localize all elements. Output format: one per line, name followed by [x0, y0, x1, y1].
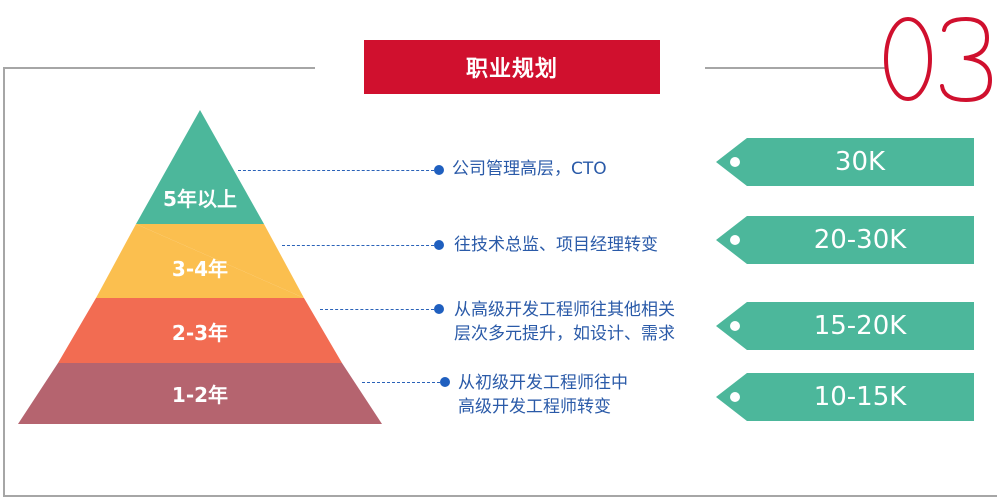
salary-tag-3-text: 15-20K — [813, 311, 907, 341]
page-title: 职业规划 — [364, 40, 660, 94]
pyramid-tier-3 — [58, 298, 342, 363]
frame-line-top-left — [3, 67, 315, 69]
frame-line-left — [3, 67, 5, 497]
leader-line-4 — [362, 382, 440, 383]
leader-line-1 — [238, 170, 434, 171]
pyramid-tier-4 — [18, 363, 382, 424]
tier-label-4: 1-2年 — [171, 383, 229, 407]
leader-line-3 — [320, 309, 434, 310]
tier-description-2-line: 往技术总监、项目经理转变 — [454, 235, 658, 255]
tier-description-4: 从初级开发工程师往中 高级开发工程师转变 — [458, 371, 628, 419]
salary-tag-1: 30K — [716, 138, 974, 186]
salary-tag-2: 20-30K — [716, 216, 974, 264]
bullet-dot-2 — [434, 240, 444, 250]
tier-description-1-line: 公司管理高层，CTO — [452, 159, 607, 179]
pyramid-tier-2 — [96, 224, 304, 298]
salary-tag-3: 15-20K — [716, 302, 974, 350]
pyramid-tier-1 — [136, 110, 264, 224]
tier-description-3-line-2: 层次多元提升，如设计、需求 — [454, 324, 675, 344]
section-digit-0 — [884, 17, 932, 101]
tier-description-2: 往技术总监、项目经理转变 — [454, 233, 658, 257]
tier-description-1: 公司管理高层，CTO — [452, 157, 607, 181]
tag-hole-3 — [730, 321, 740, 331]
tag-hole-1 — [730, 157, 740, 167]
bullet-dot-3 — [434, 304, 444, 314]
frame-line-top-right — [705, 67, 885, 69]
leader-line-2 — [282, 245, 434, 246]
bullet-dot-4 — [440, 377, 450, 387]
tier-label-1: 5年以上 — [163, 187, 237, 211]
tier-label-3: 2-3年 — [171, 321, 229, 345]
salary-tag-2-text: 20-30K — [813, 225, 907, 255]
pyramid-tier-2-right — [136, 224, 304, 298]
tier-description-4-line-2: 高级开发工程师转变 — [458, 397, 611, 417]
tag-hole-4 — [730, 392, 740, 402]
tag-hole-2 — [730, 235, 740, 245]
salary-tag-1-text: 30K — [834, 147, 886, 177]
salary-tag-4: 10-15K — [716, 373, 974, 421]
section-digit-3 — [940, 16, 993, 103]
frame-line-bottom — [3, 495, 997, 497]
tier-label-2: 3-4年 — [171, 257, 229, 281]
tier-description-4-line-1: 从初级开发工程师往中 — [458, 373, 628, 393]
bullet-dot-1 — [434, 165, 444, 175]
section-number: 03 — [884, 16, 993, 103]
tier-description-3: 从高级开发工程师往其他相关 层次多元提升，如设计、需求 — [454, 298, 675, 346]
salary-tag-4-text: 10-15K — [813, 382, 907, 412]
career-pyramid — [18, 110, 382, 424]
tier-description-3-line-1: 从高级开发工程师往其他相关 — [454, 300, 675, 320]
